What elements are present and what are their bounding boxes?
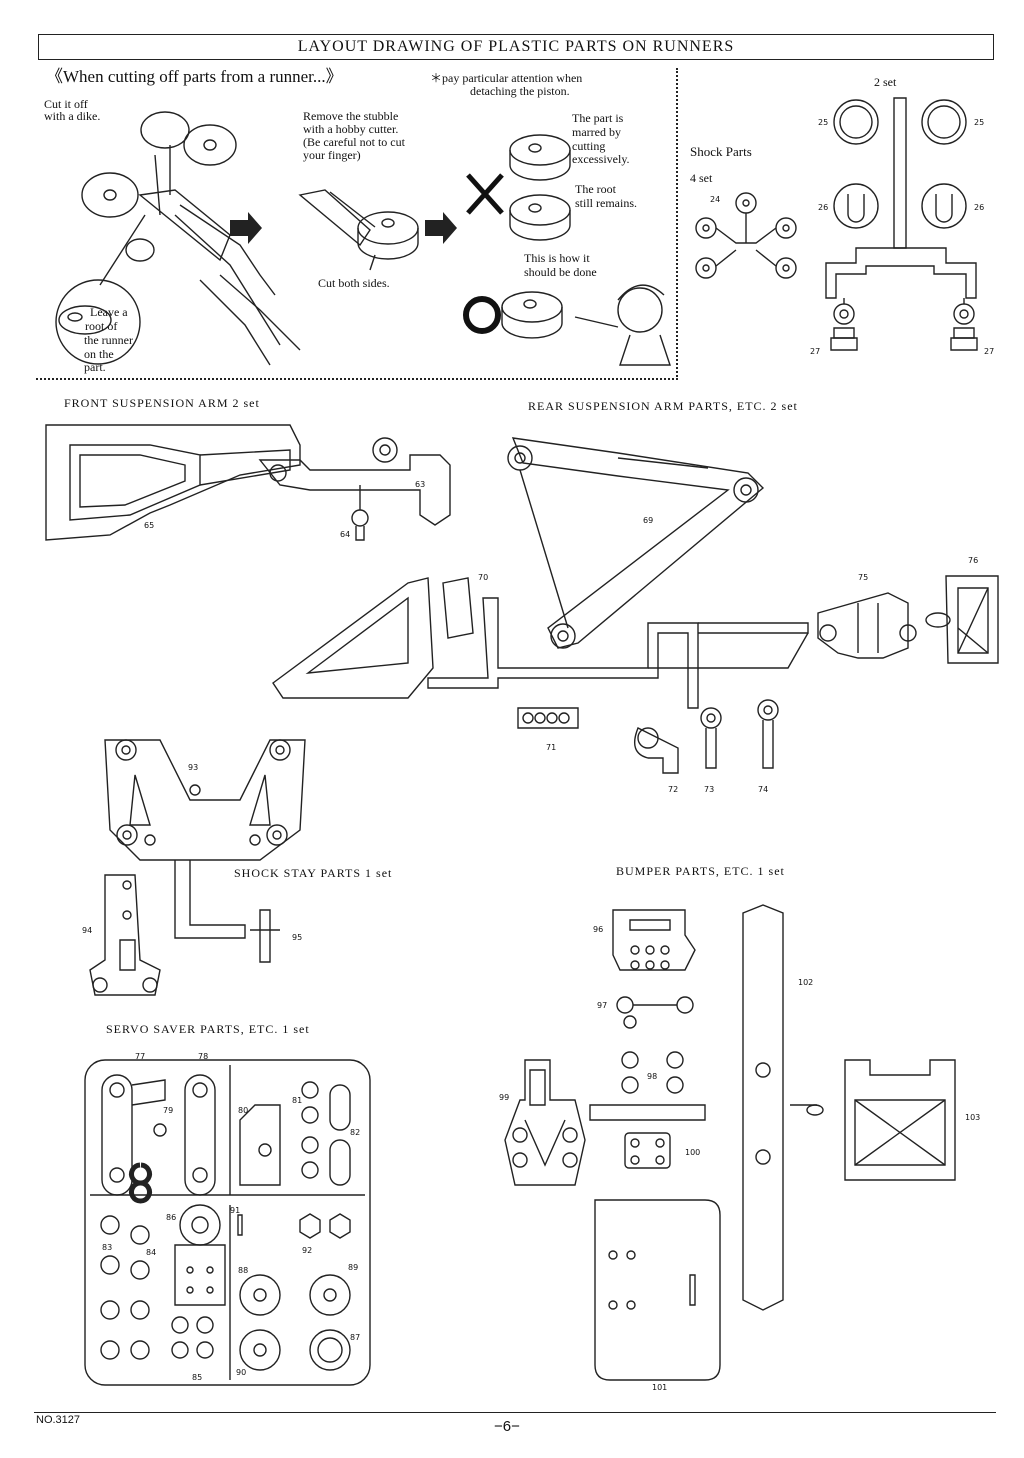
marred-text-4: excessively. — [572, 152, 630, 166]
part-number-78: 78 — [198, 1052, 208, 1061]
part-number-93: 93 — [188, 763, 198, 772]
part-number-26a: 26 — [818, 203, 828, 212]
part-number-96: 96 — [593, 925, 603, 934]
part-number-81: 81 — [292, 1096, 302, 1105]
leave-text-2: root of — [85, 319, 118, 333]
part-number-69: 69 — [643, 516, 653, 525]
instructions-heading: 《When cutting off parts from a runner...… — [46, 67, 343, 86]
part-number-87: 87 — [350, 1333, 360, 1342]
front-arm-runner: 65 63 64 — [45, 424, 451, 541]
part-number-83: 83 — [102, 1243, 112, 1252]
part-number-63: 63 — [415, 480, 425, 489]
leave-text-3: the runner — [84, 333, 133, 347]
part-number-88: 88 — [238, 1266, 248, 1275]
shock-parts-qty: 4 set — [690, 171, 713, 185]
rear-arm-runner: 69 70 71 72 73 74 75 76 — [272, 437, 999, 794]
shock-stay-runner: 93 94 95 — [82, 739, 306, 996]
bumper-runner: 96 97 98 99 100 101 102 103 — [499, 904, 980, 1392]
cut-off-text-2: with a dike. — [44, 109, 101, 123]
part-number-98: 98 — [647, 1072, 657, 1081]
servo-saver-label: SERVO SAVER PARTS, ETC. 1 set — [106, 1022, 310, 1036]
part-number-77: 77 — [135, 1052, 145, 1061]
shock-right-qty: 2 set — [874, 75, 897, 89]
part-number-80: 80 — [238, 1106, 248, 1115]
part-number-70: 70 — [478, 573, 488, 582]
part-number-64: 64 — [340, 530, 350, 539]
part-number-25b: 25 — [974, 118, 984, 127]
instructions-border-right — [676, 68, 678, 380]
shock-parts-label: Shock Parts — [690, 144, 752, 159]
remove-text-4: your finger) — [303, 148, 361, 162]
part-number-76: 76 — [968, 556, 978, 565]
part-number-89: 89 — [348, 1263, 358, 1272]
bumper-label: BUMPER PARTS, ETC. 1 set — [616, 864, 785, 878]
marred-text-2: marred by — [572, 125, 621, 139]
part-number-85: 85 — [192, 1373, 202, 1382]
footer-rule — [34, 1412, 996, 1413]
part-number-24: 24 — [710, 195, 720, 204]
leave-text-4: on the — [84, 347, 114, 361]
part-number-102: 102 — [798, 978, 813, 987]
part-number-101: 101 — [652, 1383, 667, 1392]
part-number-71: 71 — [546, 743, 556, 752]
remove-text-1: Remove the stubble — [303, 109, 399, 123]
part-number-26b: 26 — [974, 203, 984, 212]
shock-body-runner: 25 25 26 26 27 27 — [810, 97, 994, 356]
marred-text-1: The part is — [572, 111, 624, 125]
instructions-note-2: detaching the piston. — [470, 84, 570, 98]
model-number: NO.3127 — [36, 1414, 81, 1426]
part-number-74: 74 — [758, 785, 768, 794]
instructions-note-1: ＊pay particular attention when — [430, 71, 583, 85]
part-number-65: 65 — [144, 521, 154, 530]
part-number-91: 91 — [230, 1206, 240, 1215]
part-number-100: 100 — [685, 1148, 700, 1157]
cutting-instructions-illustration — [55, 111, 671, 366]
part-number-79: 79 — [163, 1106, 173, 1115]
part-number-84: 84 — [146, 1248, 156, 1257]
remove-text-3: (Be careful not to cut — [303, 135, 405, 149]
part-number-25a: 25 — [818, 118, 828, 127]
part-number-27a: 27 — [810, 347, 820, 356]
part-number-99: 99 — [499, 1093, 509, 1102]
front-arm-label: FRONT SUSPENSION ARM 2 set — [64, 396, 260, 410]
root-text-1: The root — [575, 182, 616, 196]
part-number-97: 97 — [597, 1001, 607, 1010]
part-number-103: 103 — [965, 1113, 980, 1122]
page-number: −6− — [494, 1418, 520, 1435]
instructions-border-bottom — [36, 378, 678, 380]
marred-text-3: cutting — [572, 139, 606, 153]
part-number-75: 75 — [858, 573, 868, 582]
shock-parts-runner: 24 — [695, 192, 797, 279]
remove-text-2: with a hobby cutter. — [303, 122, 399, 136]
part-number-94: 94 — [82, 926, 92, 935]
cut-both-text: Cut both sides. — [318, 276, 390, 290]
rear-arm-label: REAR SUSPENSION ARM PARTS, ETC. 2 set — [528, 399, 798, 413]
part-number-73: 73 — [704, 785, 714, 794]
part-number-86: 86 — [166, 1213, 176, 1222]
how-text-1: This is how it — [524, 251, 590, 265]
leave-text-1: Leave a — [90, 305, 128, 319]
part-number-92: 92 — [302, 1246, 312, 1255]
servo-saver-runner: 77 78 79 80 81 82 83 84 85 86 87 88 89 9… — [84, 1052, 371, 1386]
part-number-82: 82 — [350, 1128, 360, 1137]
part-number-72: 72 — [668, 785, 678, 794]
shock-stay-label: SHOCK STAY PARTS 1 set — [234, 866, 393, 880]
cut-off-text-1: Cut it off — [44, 97, 88, 111]
part-number-95: 95 — [292, 933, 302, 942]
part-number-90: 90 — [236, 1368, 246, 1377]
part-number-27b: 27 — [984, 347, 994, 356]
page-title: LAYOUT DRAWING OF PLASTIC PARTS ON RUNNE… — [38, 34, 994, 60]
root-text-2: still remains. — [575, 196, 637, 210]
how-text-2: should be done — [524, 265, 597, 279]
